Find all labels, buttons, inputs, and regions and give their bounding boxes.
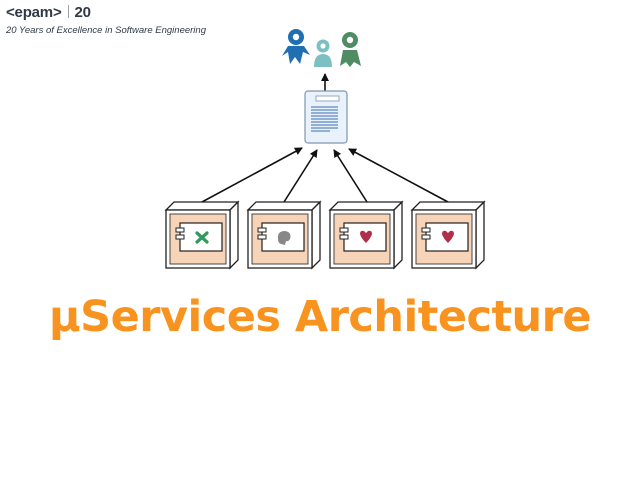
user-teal-icon <box>314 39 332 67</box>
arrow-from-service-2 <box>283 149 318 203</box>
tagline: 20 Years of Excellence in Software Engin… <box>6 25 206 36</box>
service-box-4 <box>411 201 485 269</box>
logo-divider <box>67 5 69 18</box>
x-icon <box>195 231 209 244</box>
anniversary-number: 20 <box>74 4 92 21</box>
arrow-from-service-1 <box>201 147 303 203</box>
service-box-2 <box>247 201 321 269</box>
service-arrows <box>201 147 449 203</box>
user-green-icon <box>340 32 361 67</box>
heart-icon <box>442 230 454 243</box>
logo-text: <epam> <box>6 4 62 21</box>
blob-icon <box>277 231 291 245</box>
people-icon <box>282 29 361 67</box>
service-box-1 <box>165 201 239 269</box>
slide-title: µServices Architecture <box>48 292 592 342</box>
service-box-3 <box>329 201 403 269</box>
document-icon <box>304 90 348 144</box>
arrow-from-service-3 <box>333 149 368 203</box>
heart-icon <box>360 230 372 243</box>
epam-logo: <epam> 20 <box>6 4 91 21</box>
arrow-from-service-4 <box>348 148 449 203</box>
user-blue-icon <box>282 29 310 64</box>
